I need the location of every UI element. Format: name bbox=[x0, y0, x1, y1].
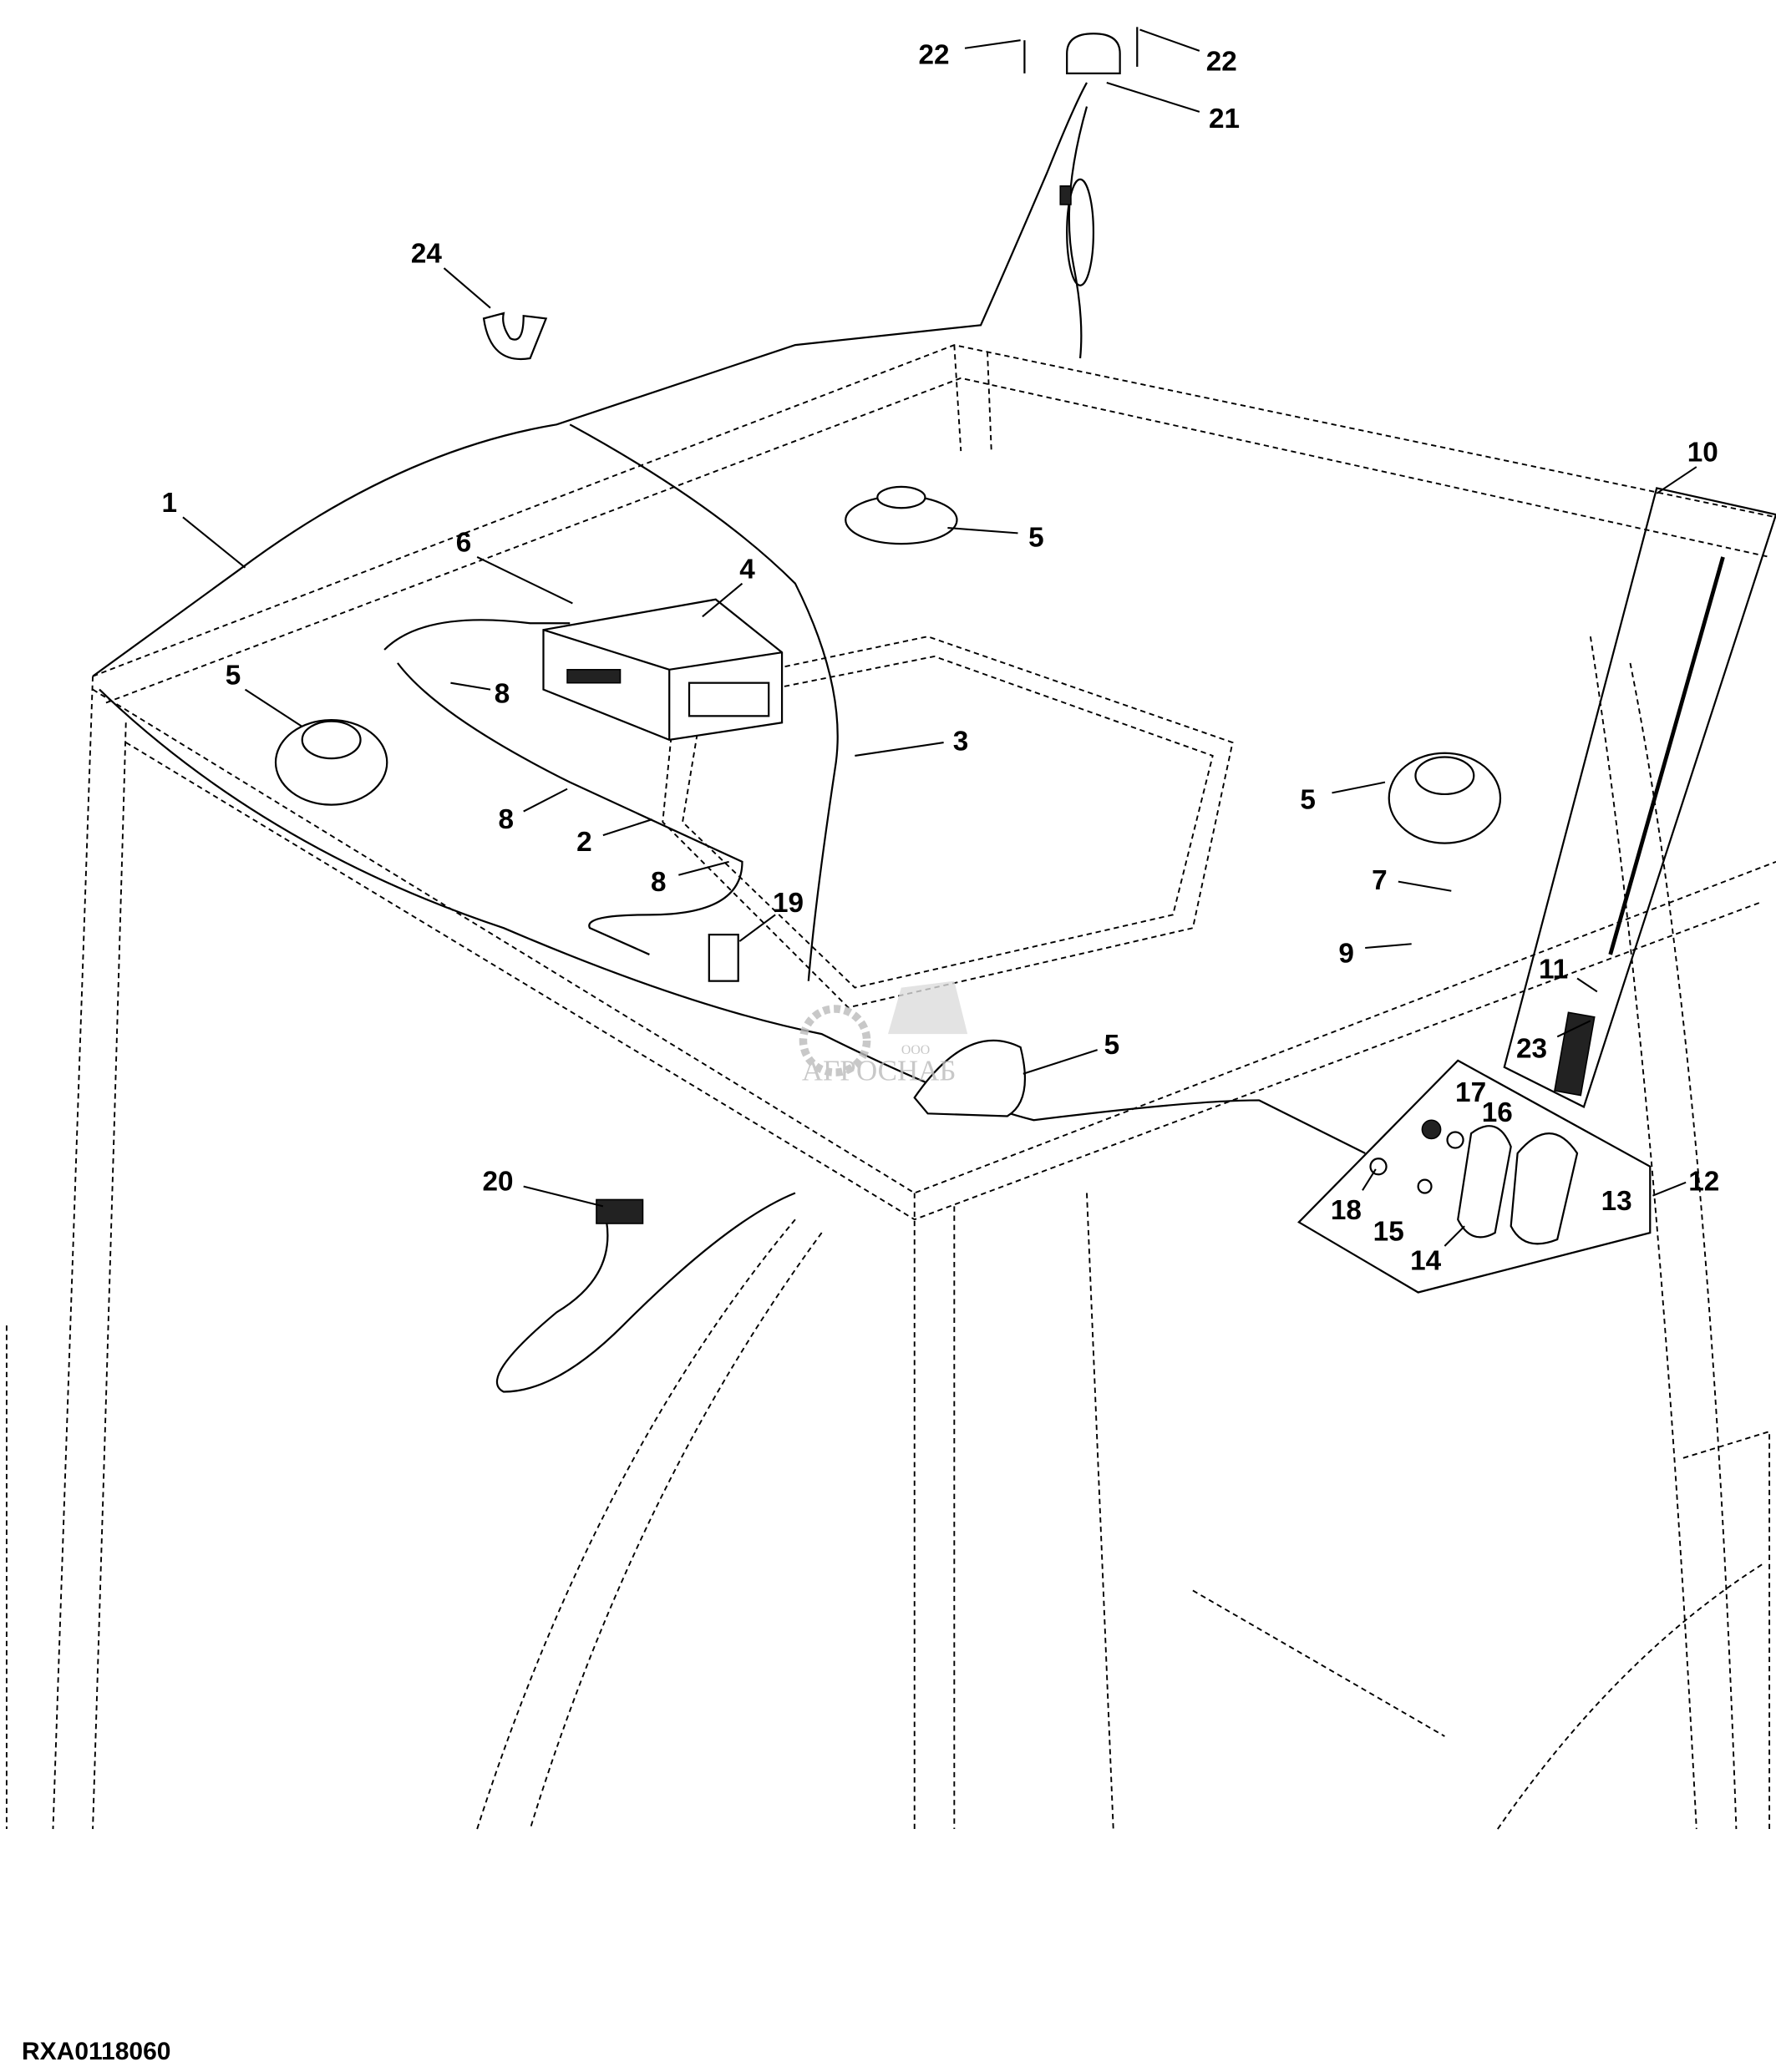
callout-5b: 5 bbox=[226, 660, 241, 691]
figure-id: RXA0118060 bbox=[22, 2038, 171, 2065]
callout-22b: 22 bbox=[1206, 47, 1237, 78]
wiring-harness bbox=[92, 82, 1366, 1393]
callout-5a: 5 bbox=[1028, 522, 1044, 553]
speaker-front-left bbox=[274, 718, 388, 806]
switch-20 bbox=[596, 1198, 644, 1224]
cab-frame bbox=[5, 344, 1776, 1830]
callout-13: 13 bbox=[1601, 1186, 1632, 1217]
radio-unit bbox=[542, 598, 784, 742]
callout-5c: 5 bbox=[1300, 784, 1316, 815]
callout-10: 10 bbox=[1687, 438, 1718, 469]
callout-21: 21 bbox=[1209, 104, 1240, 134]
callout-12: 12 bbox=[1688, 1166, 1719, 1197]
callout-16: 16 bbox=[1482, 1097, 1513, 1128]
callout-15: 15 bbox=[1373, 1217, 1404, 1248]
watermark-prefix: ООО bbox=[901, 1043, 930, 1057]
speaker-rear-left bbox=[845, 485, 958, 545]
callout-8c: 8 bbox=[651, 867, 667, 898]
callout-8a: 8 bbox=[495, 678, 510, 709]
callout-23: 23 bbox=[1516, 1034, 1547, 1065]
callout-18: 18 bbox=[1331, 1195, 1362, 1226]
roof-antenna-module bbox=[1023, 27, 1139, 286]
callout-7: 7 bbox=[1372, 865, 1388, 896]
callout-4: 4 bbox=[739, 554, 755, 585]
speaker-right bbox=[1388, 752, 1502, 844]
callout-1: 1 bbox=[162, 488, 178, 519]
connector-module-19 bbox=[708, 934, 739, 982]
callout-5d: 5 bbox=[1104, 1030, 1120, 1061]
watermark-name: АГРОСНАБ bbox=[802, 1055, 957, 1087]
callout-9: 9 bbox=[1338, 938, 1354, 969]
watermark-logo: ООО АГРОСНАБ bbox=[799, 980, 968, 1087]
callout-3: 3 bbox=[953, 727, 969, 757]
callout-6: 6 bbox=[456, 528, 472, 559]
speaker-rear-center bbox=[913, 1039, 1027, 1117]
callout-20: 20 bbox=[483, 1166, 514, 1197]
antenna-mount-panel bbox=[1297, 1059, 1652, 1294]
callout-2: 2 bbox=[576, 827, 592, 858]
callout-14: 14 bbox=[1410, 1246, 1442, 1277]
callout-24: 24 bbox=[411, 239, 443, 270]
callout-11: 11 bbox=[1539, 954, 1568, 985]
antenna-panel bbox=[1503, 487, 1776, 1108]
callout-17: 17 bbox=[1455, 1077, 1486, 1108]
callout-22a: 22 bbox=[918, 40, 949, 71]
cable-clamp bbox=[482, 312, 548, 361]
callout-8b: 8 bbox=[499, 804, 515, 835]
callout-19: 19 bbox=[773, 888, 804, 919]
callouts: 22 22 21 24 1 6 4 5 10 5 8 3 5 8 2 7 8 1… bbox=[162, 28, 1719, 1277]
